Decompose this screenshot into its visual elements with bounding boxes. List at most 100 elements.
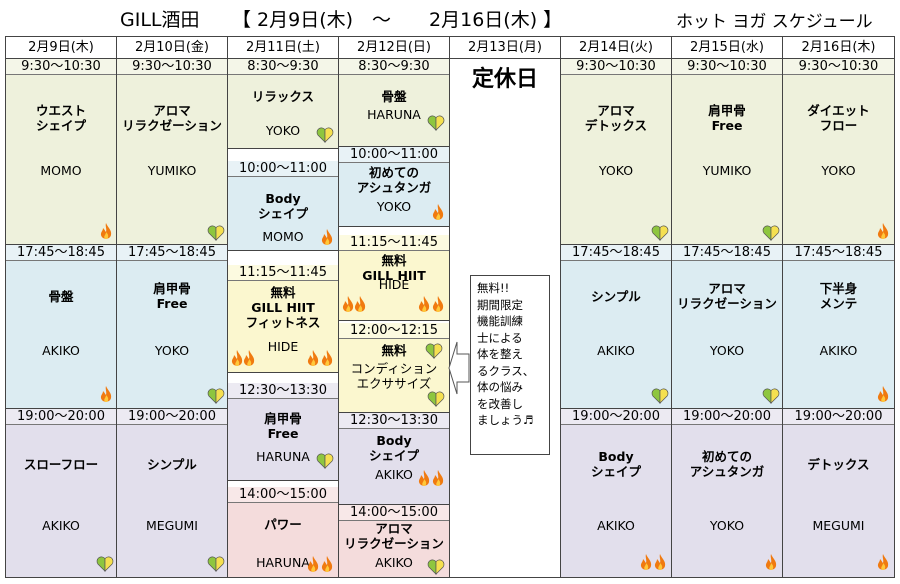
day-column-0212: 2月12日(日) 8:30〜9:30 骨盤 HARUNA 10:00〜11:00… [339,37,450,577]
class-cell[interactable]: 10:00〜11:00 初めての アシュタンガ YOKO [339,147,449,227]
heart-icon [427,391,445,407]
class-time: 19:00〜20:00 [561,409,671,425]
class-name: アロマ リラクゼーション [344,521,444,551]
instructor: HIDE [378,277,410,292]
flame-icon [320,228,334,248]
class-name: 肩甲骨 Free [708,103,746,133]
instructor: HARUNA [256,449,310,464]
heart-icon [762,388,780,404]
class-name: アロマ リラクゼーション [677,281,777,311]
heart-icon [651,225,669,241]
class-cell[interactable]: 17:45〜18:45 シンプル AKIKO [561,245,671,409]
flame-icon [242,349,256,369]
class-name: 無料 GILL HIIT フィットネス [245,285,321,330]
day-column-0214: 2月14日(火) 9:30〜10:30 アロマ デトックス YOKO 17:45… [561,37,672,577]
class-cell[interactable]: 19:00〜20:00 シンプル MEGUMI [117,409,227,577]
class-time: 12:30〜13:30 [339,413,449,429]
heart-icon [207,556,225,572]
class-time: 9:30〜10:30 [672,59,782,75]
class-name: リラックス [251,89,315,104]
instructor: MEGUMI [146,518,198,533]
heart-icon [762,225,780,241]
class-cell[interactable]: 19:00〜20:00 初めての アシュタンガ YOKO [672,409,782,577]
class-name: Body シェイプ [257,191,308,221]
class-time: 14:00〜15:00 [339,505,449,521]
class-cell[interactable]: 9:30〜10:30 ダイエット フロー YOKO [783,59,894,245]
instructor: YOKO [265,123,301,138]
class-cell[interactable]: 10:00〜11:00 Body シェイプ MOMO [228,161,338,251]
class-cell[interactable]: 17:45〜18:45 骨盤 AKIKO [6,245,116,409]
class-name: 骨盤 [48,289,74,304]
class-time: 11:15〜11:45 [339,235,449,251]
instructor: MOMO [40,163,82,178]
flame-icon [306,555,320,575]
class-cell[interactable]: 17:45〜18:45 下半身 メンテ AKIKO [783,245,894,409]
instructor: AKIKO [819,343,858,358]
class-cell[interactable]: 14:00〜15:00 アロマ リラクゼーション AKIKO [339,505,449,577]
class-name: ダイエット フロー [807,103,870,133]
class-cell[interactable]: 8:30〜9:30 リラックス YOKO [228,59,338,149]
flame-icon [306,349,320,369]
class-cell[interactable]: 12:30〜13:30 肩甲骨 Free HARUNA [228,383,338,481]
class-cell[interactable]: 17:45〜18:45 アロマ リラクゼーション YOKO [672,245,782,409]
class-name: 肩甲骨 Free [153,281,191,311]
class-cell[interactable]: 19:00〜20:00 スローフロー AKIKO [6,409,116,577]
class-time: 19:00〜20:00 [6,409,116,425]
day-column-0210: 2月10日(金) 9:30〜10:30 アロマ リラクゼーション YUMIKO … [117,37,228,577]
instructor: AKIKO [375,467,413,482]
class-name: シンプル [591,289,641,304]
class-cell[interactable]: 19:00〜20:00 デトックス MEGUMI [783,409,894,577]
class-time: 9:30〜10:30 [561,59,671,75]
day-header: 2月10日(金) [117,37,227,59]
class-cell[interactable]: 9:30〜10:30 肩甲骨 Free YUMIKO [672,59,782,245]
class-cell[interactable]: 14:00〜15:00 パワー HARUNA [228,487,338,577]
instructor: YOKO [709,343,745,358]
instructor: YOKO [376,199,412,214]
header: GILL酒田 【 2月9日(木) 〜 2月16日(木) 】 ホット ヨガ スケジ… [0,0,900,36]
flame-icon [320,555,334,575]
flame-icon [876,385,890,405]
class-cell[interactable]: 19:00〜20:00 Body シェイプ AKIKO [561,409,671,577]
class-time: 10:00〜11:00 [228,161,338,177]
flame-icon [99,222,113,242]
flame-icon [876,222,890,242]
class-time: 8:30〜9:30 [228,59,338,75]
class-time: 8:30〜9:30 [339,59,449,75]
class-time: 17:45〜18:45 [783,245,894,261]
class-time: 19:00〜20:00 [672,409,782,425]
day-header: 2月13日(月) [450,37,560,59]
class-name: 骨盤 [381,89,407,104]
flame-icon [764,553,778,573]
class-cell[interactable]: 9:30〜10:30 アロマ リラクゼーション YUMIKO [117,59,227,245]
class-description: コンディション エクササイズ [350,361,438,391]
class-name: 無料 GILL HIIT [362,253,426,283]
class-name: シンプル [147,457,197,472]
class-time: 9:30〜10:30 [783,59,894,75]
heart-icon [316,453,334,469]
class-time: 9:30〜10:30 [6,59,116,75]
instructor: YUMIKO [147,163,197,178]
instructor: HIDE [267,339,299,354]
class-cell[interactable]: 8:30〜9:30 骨盤 HARUNA [339,59,449,147]
class-cell[interactable]: 17:45〜18:45 肩甲骨 Free YOKO [117,245,227,409]
class-name: 初めての アシュタンガ [356,165,432,195]
instructor: MOMO [262,229,304,244]
class-cell[interactable]: 12:30〜13:30 Body シェイプ AKIKO [339,413,449,505]
class-name: 無料 [381,343,407,358]
class-name: 下半身 メンテ [819,281,858,311]
class-cell[interactable]: 9:30〜10:30 ウエスト シェイプ MOMO [6,59,116,245]
day-column-0213: 2月13日(月) 定休日 [450,37,561,577]
day-header: 2月11日(土) [228,37,338,59]
flame-icon [653,553,667,573]
class-name: パワー [264,517,302,532]
class-cell[interactable]: 12:00〜12:15 無料 コンディション エクササイズ [339,323,449,413]
class-cell[interactable]: 9:30〜10:30 アロマ デトックス YOKO [561,59,671,245]
instructor: AKIKO [42,343,80,358]
flame-icon [417,469,431,489]
instructor: MEGUMI [812,518,865,533]
class-cell[interactable]: 11:15〜11:45 無料 GILL HIIT フィットネス HIDE [228,265,338,373]
class-cell[interactable]: 11:15〜11:45 無料 GILL HIIT HIDE [339,235,449,321]
flame-icon [99,385,113,405]
day-column-0215: 2月15日(水) 9:30〜10:30 肩甲骨 Free YUMIKO 17:4… [672,37,783,577]
flame-icon [320,349,334,369]
